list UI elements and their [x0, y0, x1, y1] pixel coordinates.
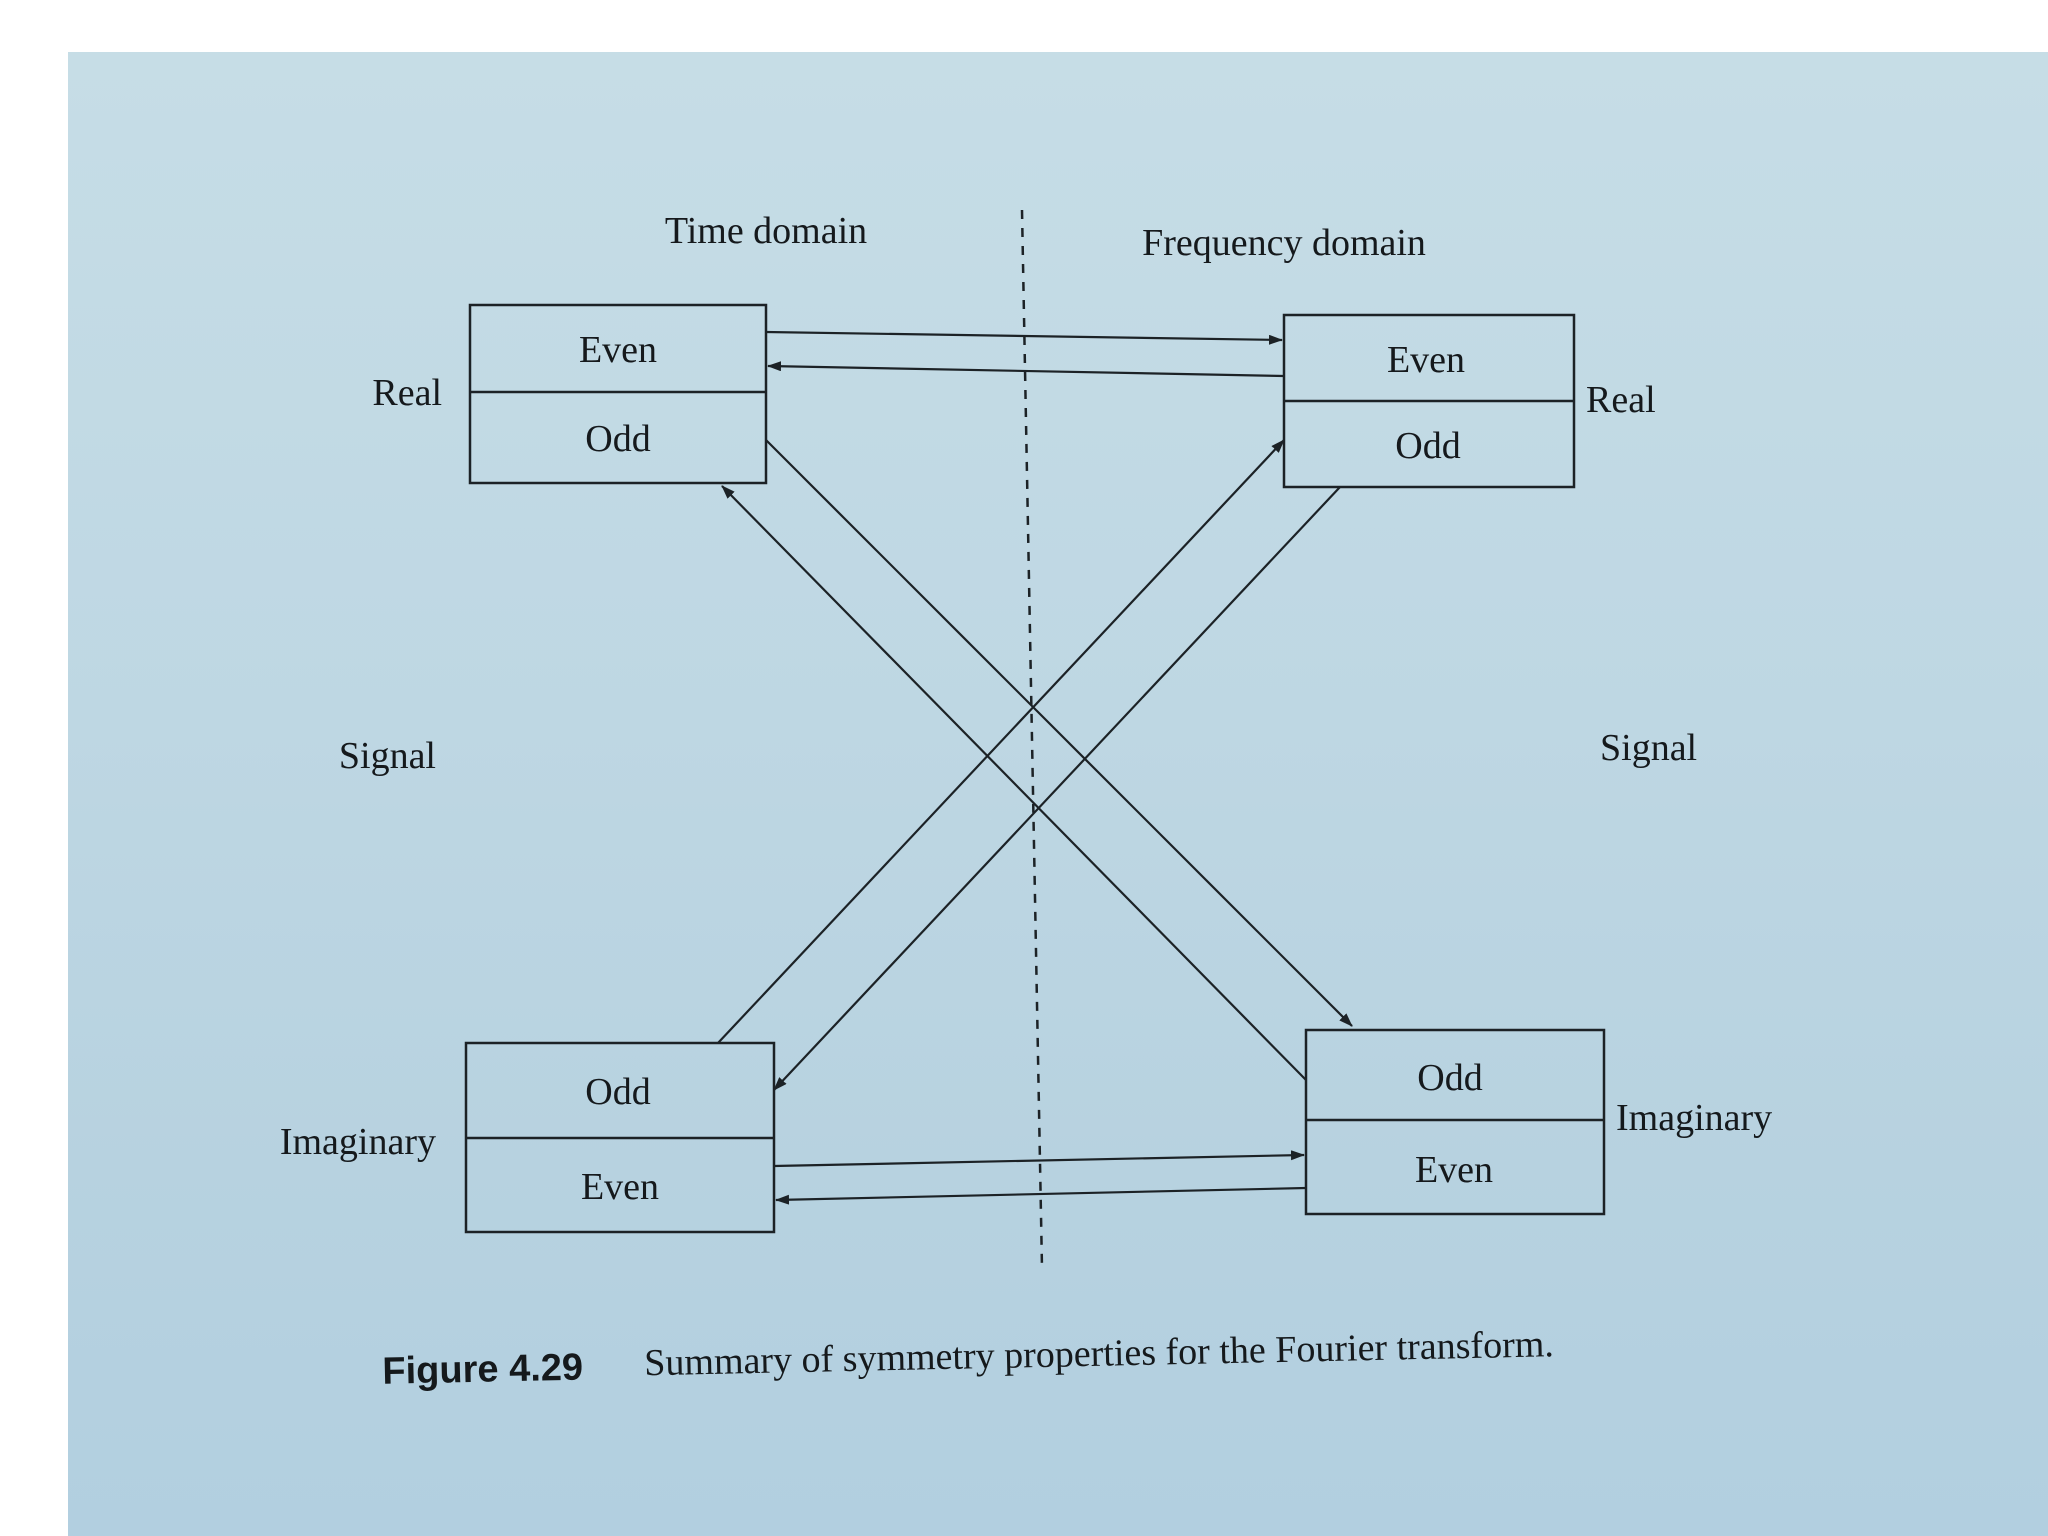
right-imaginary-label: Imaginary: [1616, 1097, 1772, 1139]
arrow-time-even-to-freq-even: [765, 330, 1283, 345]
time-real-odd-label: Odd: [585, 418, 650, 460]
right-signal-label: Signal: [1600, 727, 1697, 769]
domain-divider: [1020, 209, 1044, 1269]
right-real-label: Real: [1586, 379, 1656, 421]
arrow-time-real-odd-to-freq-imag-odd: [765, 439, 1353, 1027]
arrow-freq-imag-even-to-time-imag-even: [775, 1186, 1307, 1205]
time-imag-odd-label: Odd: [585, 1071, 650, 1113]
arrow-freq-even-to-time-even: [767, 361, 1285, 378]
freq-real-even-label: Even: [1387, 339, 1465, 381]
time-domain-header: Time domain: [665, 210, 867, 252]
arrow-freq-real-odd-to-time-imag-odd: [773, 486, 1341, 1091]
left-imaginary-label: Imaginary: [280, 1121, 436, 1163]
left-real-label: Real: [372, 372, 442, 414]
freq-imag-even-label: Even: [1415, 1149, 1493, 1191]
arrow-time-imag-even-to-freq-imag-even: [773, 1150, 1305, 1168]
time-real-even-label: Even: [579, 329, 657, 371]
time-real-box: Even Odd: [468, 303, 768, 485]
freq-real-box: Even Odd: [1282, 313, 1576, 489]
freq-imag-odd-label: Odd: [1417, 1057, 1482, 1099]
left-signal-label: Signal: [339, 735, 436, 777]
page-background: [68, 52, 2048, 1536]
figure-number: Figure 4.29: [382, 1347, 583, 1393]
arrow-time-imag-odd-to-freq-real-odd: [717, 439, 1285, 1044]
arrow-freq-imag-odd-to-time-real-odd: [721, 485, 1307, 1081]
frequency-domain-header: Frequency domain: [1142, 222, 1426, 264]
figure-caption: Figure 4.29 Summary of symmetry properti…: [382, 1323, 1554, 1393]
freq-imag-box: Odd Even: [1304, 1028, 1606, 1216]
time-imag-even-label: Even: [581, 1166, 659, 1208]
freq-real-odd-label: Odd: [1395, 425, 1460, 467]
figure-caption-text: Summary of symmetry properties for the F…: [644, 1323, 1554, 1384]
time-imag-box: Odd Even: [464, 1041, 776, 1234]
